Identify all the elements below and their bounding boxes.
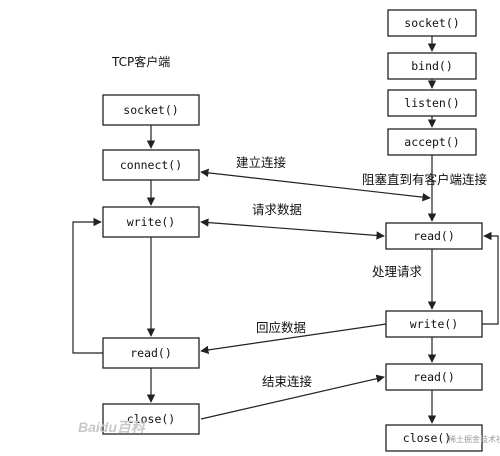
client-connect-box: connect() — [102, 149, 200, 181]
server-write-box: write() — [385, 310, 483, 338]
client-read-label: read() — [130, 346, 172, 360]
label-blocked: 阻塞直到有客户端连接 — [362, 172, 488, 187]
server-listen-label: listen() — [404, 96, 459, 110]
server-accept-box: accept() — [387, 128, 477, 156]
server-write-label: write() — [410, 317, 458, 331]
server-close-box: close() — [385, 424, 483, 452]
label-end: 结束连接 — [262, 374, 313, 389]
client-close-box: close() — [102, 403, 200, 435]
client-read-box: read() — [102, 337, 200, 369]
client-socket-box: socket() — [102, 94, 200, 126]
server-read-box: read() — [385, 222, 483, 250]
server-accept-label: accept() — [404, 135, 459, 149]
juejin-watermark: 稀土掘金技术社区 — [448, 434, 500, 444]
label-request: 请求数据 — [252, 202, 302, 217]
baidu-watermark: Baidu百科 — [78, 419, 147, 435]
connection-establish-arrow — [200, 168, 431, 202]
end-connection-arrow — [200, 374, 385, 420]
server-bind-box: bind() — [387, 52, 477, 80]
label-establish: 建立连接 — [236, 155, 287, 170]
request-data-arrow — [200, 218, 385, 240]
label-reply: 回应数据 — [256, 320, 306, 335]
client-close-label: close() — [127, 412, 175, 426]
client-socket-label: socket() — [123, 103, 178, 117]
server-read-label: read() — [413, 229, 455, 243]
client-connect-label: connect() — [120, 158, 182, 172]
client-write-box: write() — [102, 206, 200, 238]
server-read2-box: read() — [385, 363, 483, 391]
client-title: TCP客户端 — [111, 54, 170, 69]
server-listen-box: listen() — [387, 89, 477, 117]
client-write-label: write() — [127, 215, 175, 229]
server-read2-label: read() — [413, 370, 455, 384]
server-socket-box: socket() — [387, 9, 477, 37]
reply-data-arrow — [200, 323, 387, 355]
server-socket-label: socket() — [404, 16, 459, 30]
label-process: 处理请求 — [372, 264, 423, 279]
client-loop-arrow — [72, 217, 103, 354]
server-loop-arrow — [482, 231, 499, 325]
server-bind-label: bind() — [411, 59, 453, 73]
server-close-label: close() — [403, 431, 451, 445]
